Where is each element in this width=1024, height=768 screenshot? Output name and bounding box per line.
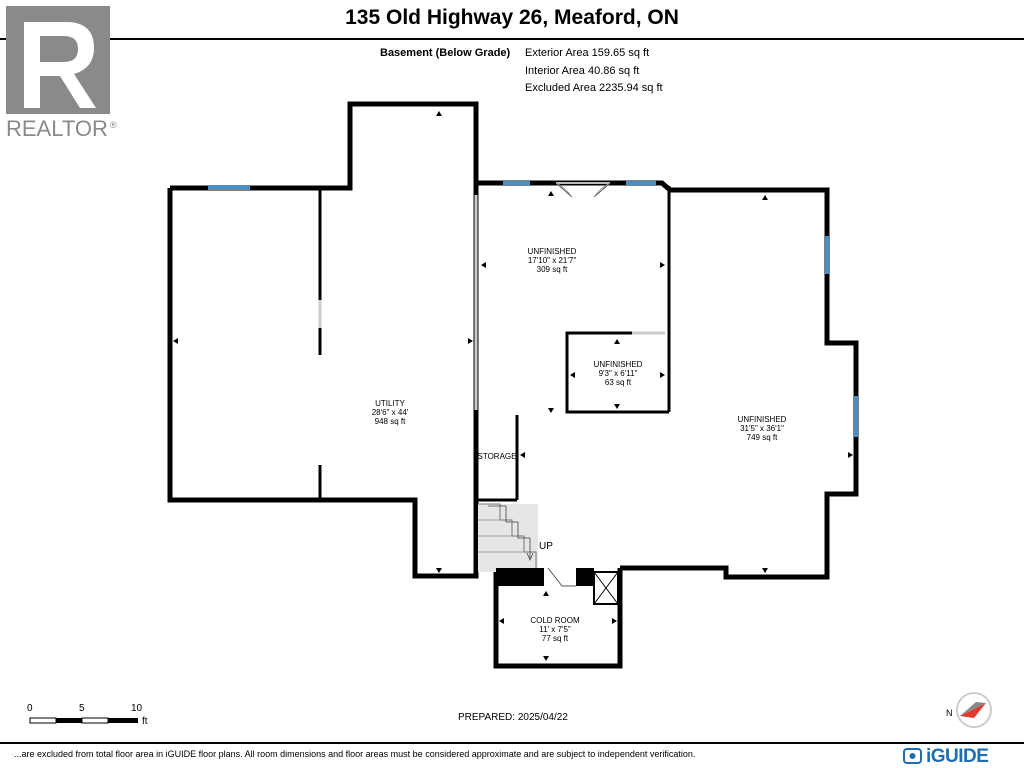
- room-dims: 31'5" x 36'1": [740, 424, 784, 433]
- double-door: [555, 182, 611, 198]
- room-dims: 17'10" x 21'7": [527, 256, 577, 265]
- room-dims: 9'3" x 6'11": [598, 369, 638, 378]
- stairs: [478, 503, 538, 572]
- room-name: UNFINISHED: [527, 247, 577, 256]
- room-area: 63 sq ft: [604, 378, 632, 387]
- page-title: 135 Old Highway 26, Meaford, ON: [345, 6, 679, 29]
- room-cold-room: COLD ROOM 11' x 7'5" 77 sq ft: [505, 616, 605, 643]
- room-name: COLD ROOM: [530, 616, 580, 625]
- room-area: 749 sq ft: [746, 433, 778, 442]
- room-name: UNFINISHED: [593, 360, 643, 369]
- svg-text:®: ®: [110, 120, 117, 130]
- room-utility: UTILITY 28'6" x 44' 948 sq ft: [340, 399, 440, 426]
- exterior-area: Exterior Area 159.65 sq ft: [525, 47, 650, 59]
- dimension-arrows: [173, 111, 853, 661]
- room-area: 948 sq ft: [374, 417, 406, 426]
- disclaimer-text: ...are excluded from total floor area in…: [14, 749, 696, 759]
- interior-walls: [318, 186, 671, 502]
- prepared-date: PREPARED: 2025/04/22: [458, 712, 568, 723]
- realtor-logo: REALTOR ®: [6, 6, 117, 141]
- windows: [208, 181, 858, 437]
- room-unfinished-1: UNFINISHED 17'10" x 21'7" 309 sq ft: [502, 247, 602, 274]
- room-storage: STORAGE: [476, 452, 518, 461]
- room-dims: 11' x 7'5": [539, 625, 571, 634]
- room-name: UTILITY: [375, 399, 405, 408]
- room-name: UNFINISHED: [737, 415, 787, 424]
- compass-icon: [956, 692, 992, 728]
- floor-label: Basement (Below Grade): [380, 47, 511, 59]
- openings: [318, 195, 665, 410]
- room-unfinished-3: UNFINISHED 31'5" x 36'1" 749 sq ft: [712, 415, 812, 442]
- header-divider: [0, 38, 1024, 40]
- room-area: 309 sq ft: [536, 265, 568, 274]
- interior-area: Interior Area 40.86 sq ft: [525, 65, 640, 77]
- scale-bar: [29, 717, 138, 724]
- room-name: STORAGE: [477, 452, 517, 461]
- iguide-icon: [903, 748, 922, 764]
- room-dims: 28'6" x 44': [371, 408, 409, 417]
- cold-room-door: [496, 567, 619, 605]
- stairs-up-label: UP: [539, 541, 553, 552]
- scale-label-5: 5: [79, 703, 85, 714]
- compass-north-label: N: [946, 708, 953, 718]
- iguide-brand: iGUIDE: [926, 746, 989, 767]
- scale-label-0: 0: [27, 703, 33, 714]
- excluded-area: Excluded Area 2235.94 sq ft: [525, 82, 663, 94]
- scale-unit: ft: [142, 716, 148, 727]
- logo-text: REALTOR: [6, 116, 108, 141]
- room-unfinished-2: UNFINISHED 9'3" x 6'11" 63 sq ft: [568, 360, 668, 387]
- room-area: 77 sq ft: [541, 634, 569, 643]
- scale-label-10: 10: [131, 703, 143, 714]
